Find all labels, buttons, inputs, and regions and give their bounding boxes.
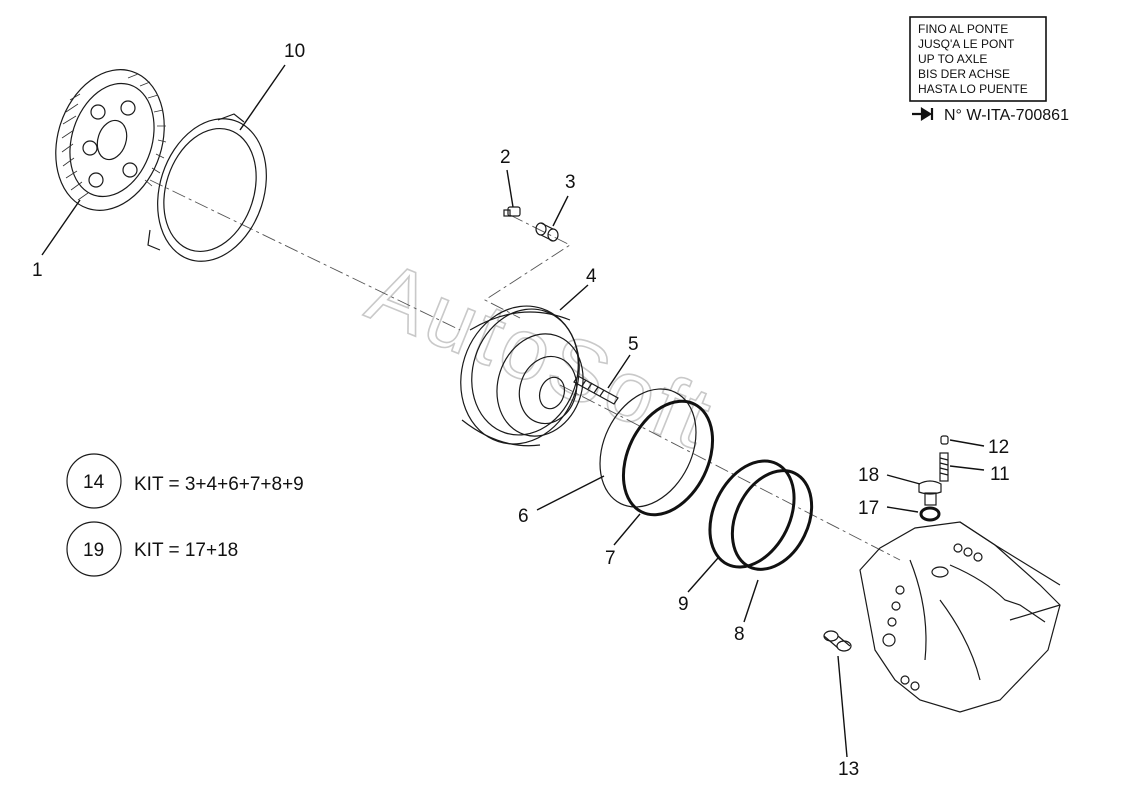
callout-11: 11: [990, 464, 1010, 485]
kit-14: 14 KIT = 3+4+6+7+8+9: [66, 453, 304, 509]
arrow-stop-icon: [912, 107, 934, 121]
callout-6: 6: [518, 506, 529, 527]
callout-18: 18: [858, 465, 879, 486]
kit-19: 19 KIT = 17+18: [66, 521, 238, 577]
ring-9-part: [708, 459, 796, 569]
callout-4: 4: [586, 266, 597, 287]
kit-19-text: KIT = 17+18: [134, 540, 238, 561]
callout-12: 12: [988, 437, 1009, 458]
callout-7: 7: [605, 548, 616, 569]
piston-housing-part: [460, 305, 584, 447]
callout-1: 1: [32, 260, 43, 281]
callout-13: 13: [838, 759, 859, 780]
o-ring-7-part: [621, 399, 715, 517]
seal-ring-part: [919, 506, 941, 522]
separator-plate-part: [147, 113, 267, 262]
bleed-valve-part: [573, 375, 619, 405]
friction-disc-part: [55, 69, 167, 211]
leader-lines: [41, 64, 985, 758]
o-ring-6-part: [599, 388, 697, 508]
kit-14-number: 14: [83, 472, 105, 493]
ring-8-part: [730, 469, 814, 571]
kit-14-text: KIT = 3+4+6+7+8+9: [134, 474, 304, 495]
drain-plug-part: [918, 480, 942, 506]
screw-part: [503, 206, 521, 217]
watermark-text: AutoSoft: [355, 243, 727, 468]
notice-line-2: JUSQ'A LE PONT: [918, 37, 1015, 51]
notice-line-4: BIS DER ACHSE: [918, 67, 1010, 81]
callout-2: 2: [500, 147, 511, 168]
bushing-part: [535, 222, 559, 242]
serial-reference-text: N° W-ITA-700861: [944, 107, 1069, 124]
screw-axis: [484, 214, 571, 319]
serial-reference: N° W-ITA-700861: [912, 107, 1069, 124]
axle-notice-box: FINO AL PONTE JUSQ'A LE PONT UP TO AXLE …: [909, 16, 1047, 102]
callout-9: 9: [678, 594, 689, 615]
kit-19-number: 19: [83, 540, 104, 561]
callout-17: 17: [858, 498, 879, 519]
notice-line-1: FINO AL PONTE: [918, 22, 1008, 36]
callout-8: 8: [734, 624, 745, 645]
axle-housing-part: [859, 521, 1061, 713]
notice-line-3: UP TO AXLE: [918, 52, 987, 66]
callout-3: 3: [565, 172, 576, 193]
dowel-part: [823, 630, 852, 652]
breather-part: [939, 435, 949, 482]
notice-line-5: HASTA LO PUENTE: [918, 82, 1028, 96]
callout-10: 10: [284, 41, 305, 62]
callout-5: 5: [628, 334, 639, 355]
